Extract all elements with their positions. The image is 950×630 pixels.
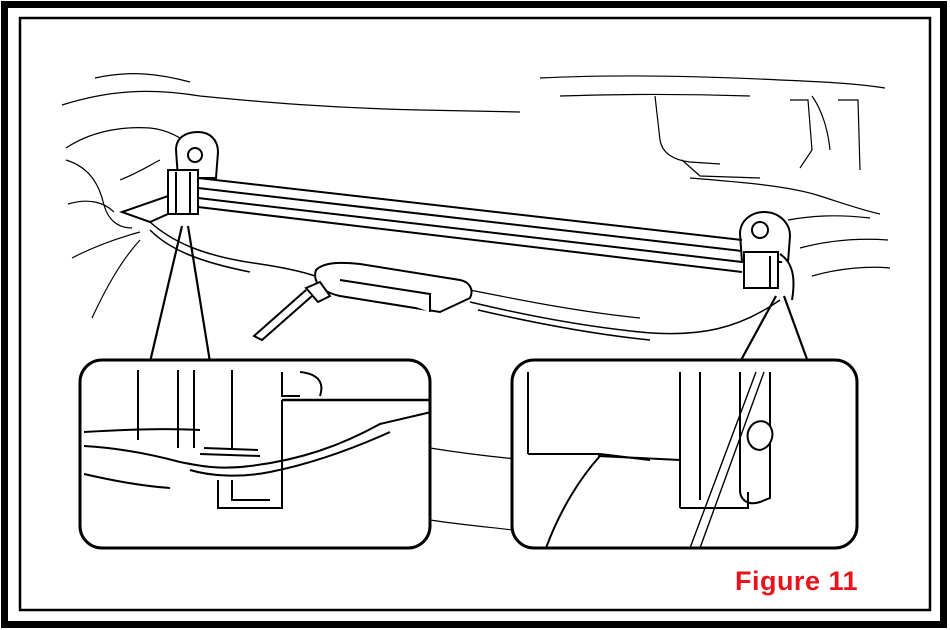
left-detail-inset xyxy=(78,358,432,550)
right-detail-inset xyxy=(510,358,859,550)
figure-caption: Figure 11 xyxy=(734,566,858,596)
right-mounting-bracket xyxy=(738,210,795,301)
release-handle xyxy=(252,261,473,342)
left-mounting-bracket xyxy=(118,130,220,224)
callout-lines xyxy=(148,225,810,363)
cross-rail xyxy=(197,177,743,273)
vehicle-body-contours xyxy=(61,73,891,531)
inner-border xyxy=(18,16,932,612)
